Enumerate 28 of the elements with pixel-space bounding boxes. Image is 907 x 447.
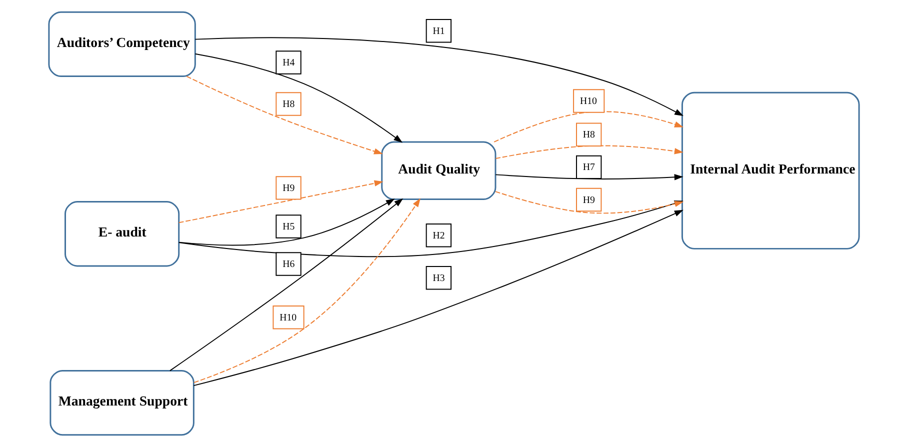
- edge-label: H9: [282, 182, 294, 194]
- edge-label: H6: [282, 258, 294, 270]
- node-box: Management Support: [49, 370, 194, 436]
- edge-label: H10: [579, 96, 596, 107]
- edge-label: H8: [582, 130, 594, 141]
- arrow: [494, 145, 683, 159]
- arrow: [186, 76, 382, 154]
- edge-label: H2: [432, 230, 444, 242]
- node-box: Audit Quality: [380, 141, 496, 200]
- edge-label: H1: [432, 26, 444, 37]
- edge-label: H5: [282, 221, 294, 232]
- arrow: [493, 111, 683, 142]
- arrow: [168, 198, 403, 372]
- node-box: E- audit: [64, 201, 180, 267]
- edge-label: H9: [582, 194, 594, 206]
- edge-label: H7: [582, 162, 594, 174]
- arrow: [178, 198, 394, 246]
- arrow: [494, 174, 683, 180]
- arrow: [178, 180, 383, 224]
- arrow: [194, 53, 402, 143]
- edge-label: H8: [282, 98, 294, 110]
- node-box: Auditors’ Competency: [48, 11, 196, 78]
- node-box: Internal Audit Performance: [680, 92, 860, 250]
- edge-label: H10: [279, 312, 296, 324]
- edge-label: H4: [282, 57, 294, 68]
- arrow: [192, 210, 683, 386]
- edge-label: H3: [432, 272, 444, 284]
- arrow: [193, 198, 420, 384]
